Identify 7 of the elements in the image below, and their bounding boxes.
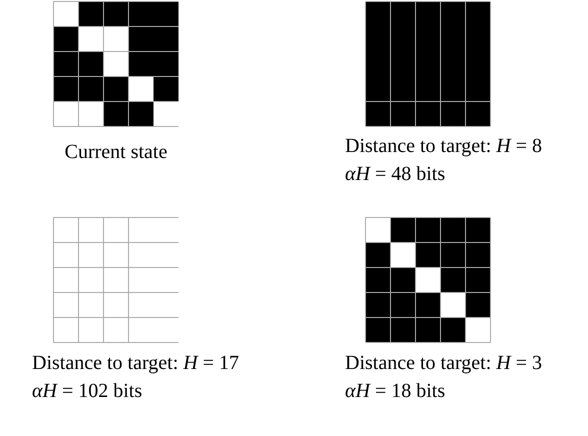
distance-text: Distance to target: H = 8 bbox=[345, 134, 542, 159]
distance-text: Distance to target: H = 17 bbox=[32, 351, 239, 376]
state-caption: Current state bbox=[64, 140, 168, 165]
bits-text: αH = 18 bits bbox=[345, 379, 446, 404]
bits-text: αH = 102 bits bbox=[32, 379, 142, 404]
distance-text: Distance to target: H = 3 bbox=[345, 351, 542, 376]
bits-text: αH = 48 bits bbox=[345, 162, 446, 187]
